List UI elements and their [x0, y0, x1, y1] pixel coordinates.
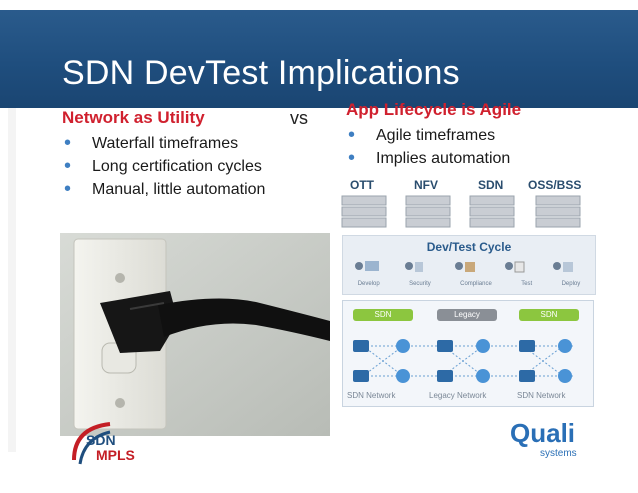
- right-bullet: Agile timeframes: [346, 124, 631, 147]
- left-heading: Network as Utility: [62, 108, 205, 127]
- logo-quali-text: Quali: [510, 418, 576, 448]
- cycle-title: Dev/Test Cycle: [426, 240, 512, 254]
- power-plug-photo: [60, 233, 330, 436]
- right-bullets: Agile timeframes Implies automation: [346, 124, 631, 170]
- server-stack-row: OTT NFV SDN OSS/BSS: [340, 178, 632, 228]
- cycle-step: Develop: [357, 281, 380, 287]
- cycle-step: Deploy: [561, 281, 581, 287]
- network-diagram: SDN Legacy SDN SDN Network Legacy Networ…: [342, 300, 594, 407]
- cycle-step: Compliance: [460, 281, 492, 287]
- left-bullet: Manual, little automation: [62, 178, 322, 201]
- net-caption: SDN Network: [517, 391, 566, 400]
- server-rack-icons: [341, 195, 581, 228]
- right-column: App Lifecycle is Agile Agile timeframes …: [346, 100, 631, 170]
- left-column: Network as Utility Waterfall timeframes …: [62, 108, 322, 201]
- vs-label: vs: [290, 108, 308, 128]
- sdn-mpls-swoosh-icon: [72, 422, 111, 465]
- cycle-step: Test: [521, 281, 533, 287]
- server-label-ott: OTT: [350, 178, 374, 192]
- server-label-nfv: NFV: [414, 178, 438, 192]
- left-decor-stripe: [8, 52, 16, 452]
- net-tag-sdn-left: SDN: [374, 310, 392, 319]
- left-bullet: Long certification cycles: [62, 155, 322, 178]
- network-topology: [353, 309, 579, 383]
- net-tag-legacy: Legacy: [454, 310, 480, 319]
- server-label-oss-bss: OSS/BSS: [528, 178, 582, 192]
- net-tag-sdn-right: SDN: [540, 310, 558, 319]
- dev-test-cycle-panel: Dev/Test Cycle Develop Security Complian…: [342, 235, 596, 295]
- page-title: SDN DevTest Implications: [62, 54, 460, 92]
- logo-systems-text: systems: [540, 448, 577, 459]
- server-label-sdn: SDN: [478, 178, 504, 192]
- cycle-step-icons: [355, 261, 573, 273]
- logo-mpls-text: MPLS: [96, 447, 135, 463]
- title-bar: SDN DevTest Implications: [0, 10, 638, 108]
- right-bullet: Implies automation: [346, 147, 631, 170]
- logo-sdn-text: SDN: [86, 432, 116, 448]
- net-caption: SDN Network: [347, 391, 396, 400]
- left-bullet: Waterfall timeframes: [62, 132, 322, 155]
- cycle-step-labels: Develop Security Compliance Test Deploy: [343, 281, 595, 287]
- left-bullets: Waterfall timeframes Long certification …: [62, 132, 322, 201]
- cycle-step: Security: [409, 281, 431, 287]
- power-plug-illustration: [60, 233, 330, 436]
- right-heading: App Lifecycle is Agile: [346, 100, 522, 119]
- net-caption: Legacy Network: [429, 391, 487, 400]
